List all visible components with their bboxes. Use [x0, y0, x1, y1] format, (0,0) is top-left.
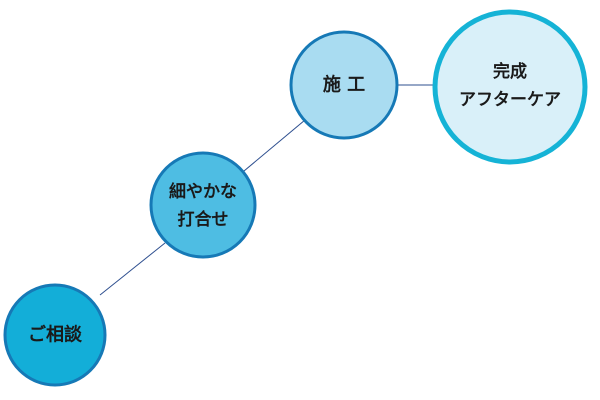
- step-node-completion-aftercare: 完成 アフターケア: [432, 9, 588, 165]
- step-circle-3: [289, 30, 399, 140]
- step-circle-2: [149, 151, 257, 259]
- step-node-consultation: ご相談: [3, 283, 107, 387]
- step-node-construction: 施 工: [289, 30, 399, 140]
- step-label-4a: 完成: [493, 61, 527, 82]
- step-label-1: ご相談: [28, 324, 83, 346]
- step-label-2a: 細やかな: [169, 181, 237, 202]
- step-label-4b: アフターケア: [459, 90, 561, 110]
- step-label-2b: 打合せ: [178, 209, 229, 230]
- step-node-meeting: 細やかな 打合せ: [149, 151, 257, 259]
- step-circle-1: [3, 283, 107, 387]
- connector-2-3: [237, 119, 306, 177]
- step-circle-4: [432, 9, 588, 165]
- connector-1-2: [99, 242, 166, 296]
- step-label-3: 施 工: [323, 74, 365, 96]
